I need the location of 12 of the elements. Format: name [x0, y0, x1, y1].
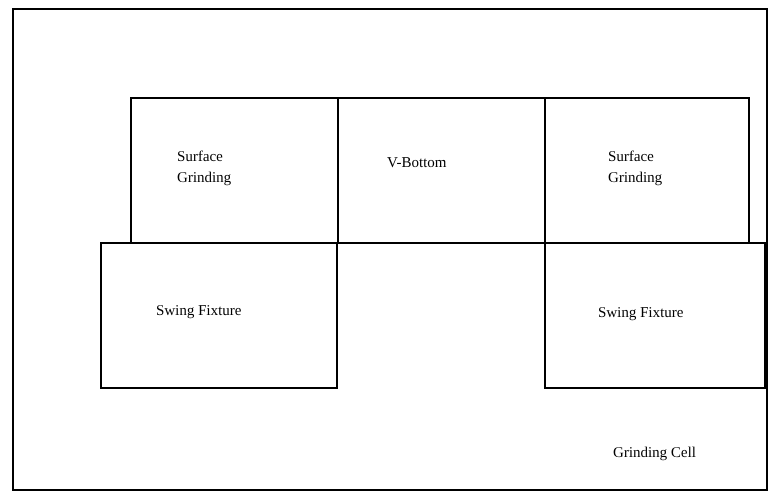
station-box [130, 97, 339, 244]
station-label: Surface Grinding [177, 148, 232, 188]
station-box [544, 242, 766, 389]
station-box [337, 97, 546, 244]
cell-area-outline [12, 8, 768, 491]
station-box [544, 97, 750, 244]
station-label: Swing Fixture [598, 304, 684, 323]
station-box [100, 242, 338, 389]
cell-label: Grinding Cell [613, 444, 697, 463]
station-label: V-Bottom [387, 154, 448, 173]
station-label: Surface Grinding [608, 148, 664, 188]
station-label: Swing Fixture [156, 302, 242, 321]
